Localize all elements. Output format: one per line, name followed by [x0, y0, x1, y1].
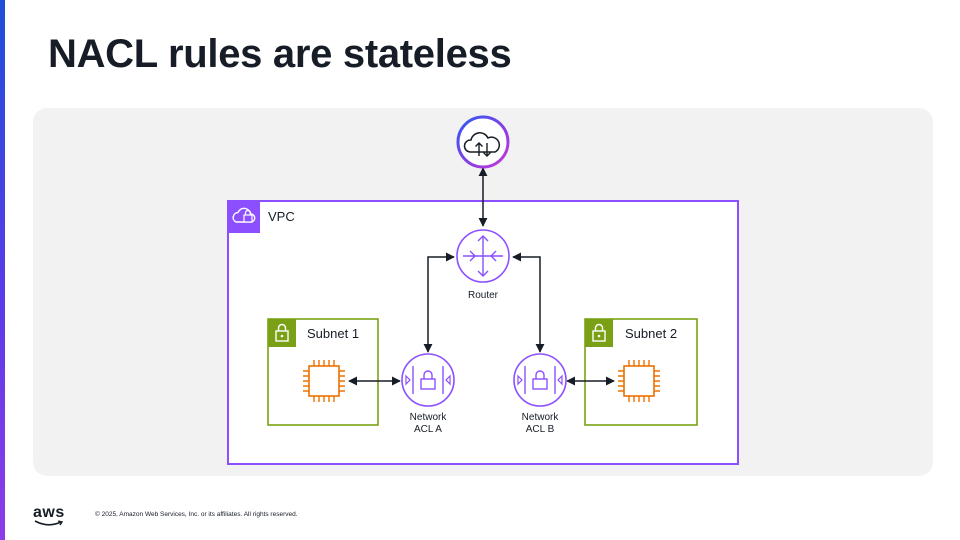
- internet-cloud-icon: [456, 115, 510, 169]
- router-nacl-b-connector: [512, 252, 545, 353]
- nacl-b-label: Network ACL B: [500, 412, 580, 436]
- accent-bar: [0, 0, 5, 540]
- subnet-1-label: Subnet 1: [307, 326, 360, 341]
- router-icon: [456, 229, 510, 283]
- vpc-cloud-lock-icon: [228, 201, 260, 233]
- nacl-b-label-line1: Network: [521, 412, 559, 423]
- nacl-b-label-line2: ACL B: [525, 424, 555, 435]
- aws-logo-text: aws: [33, 504, 65, 521]
- subnet-2-label: Subnet 2: [625, 326, 678, 341]
- padlock-icon: [268, 319, 296, 347]
- nacl-a-label-line2: ACL A: [414, 424, 442, 435]
- nacl-a-label: Network ACL A: [388, 412, 468, 436]
- router-nacl-a-connector: [423, 252, 455, 353]
- aws-smile-icon: [34, 520, 64, 526]
- router-label: Router: [467, 290, 498, 301]
- padlock-icon: [585, 319, 613, 347]
- nacl-a-label-line1: Network: [409, 412, 447, 423]
- copyright-notice: © 2025, Amazon Web Services, Inc. or its…: [95, 511, 298, 518]
- network-acl-icon: [401, 353, 455, 407]
- slide-title: NACL rules are stateless: [48, 32, 512, 76]
- aws-logo: aws: [33, 504, 65, 526]
- vpc-label: VPC: [268, 209, 295, 224]
- ec2-instance-icon: [618, 360, 660, 402]
- ec2-instance-icon: [303, 360, 345, 402]
- network-acl-icon: [513, 353, 567, 407]
